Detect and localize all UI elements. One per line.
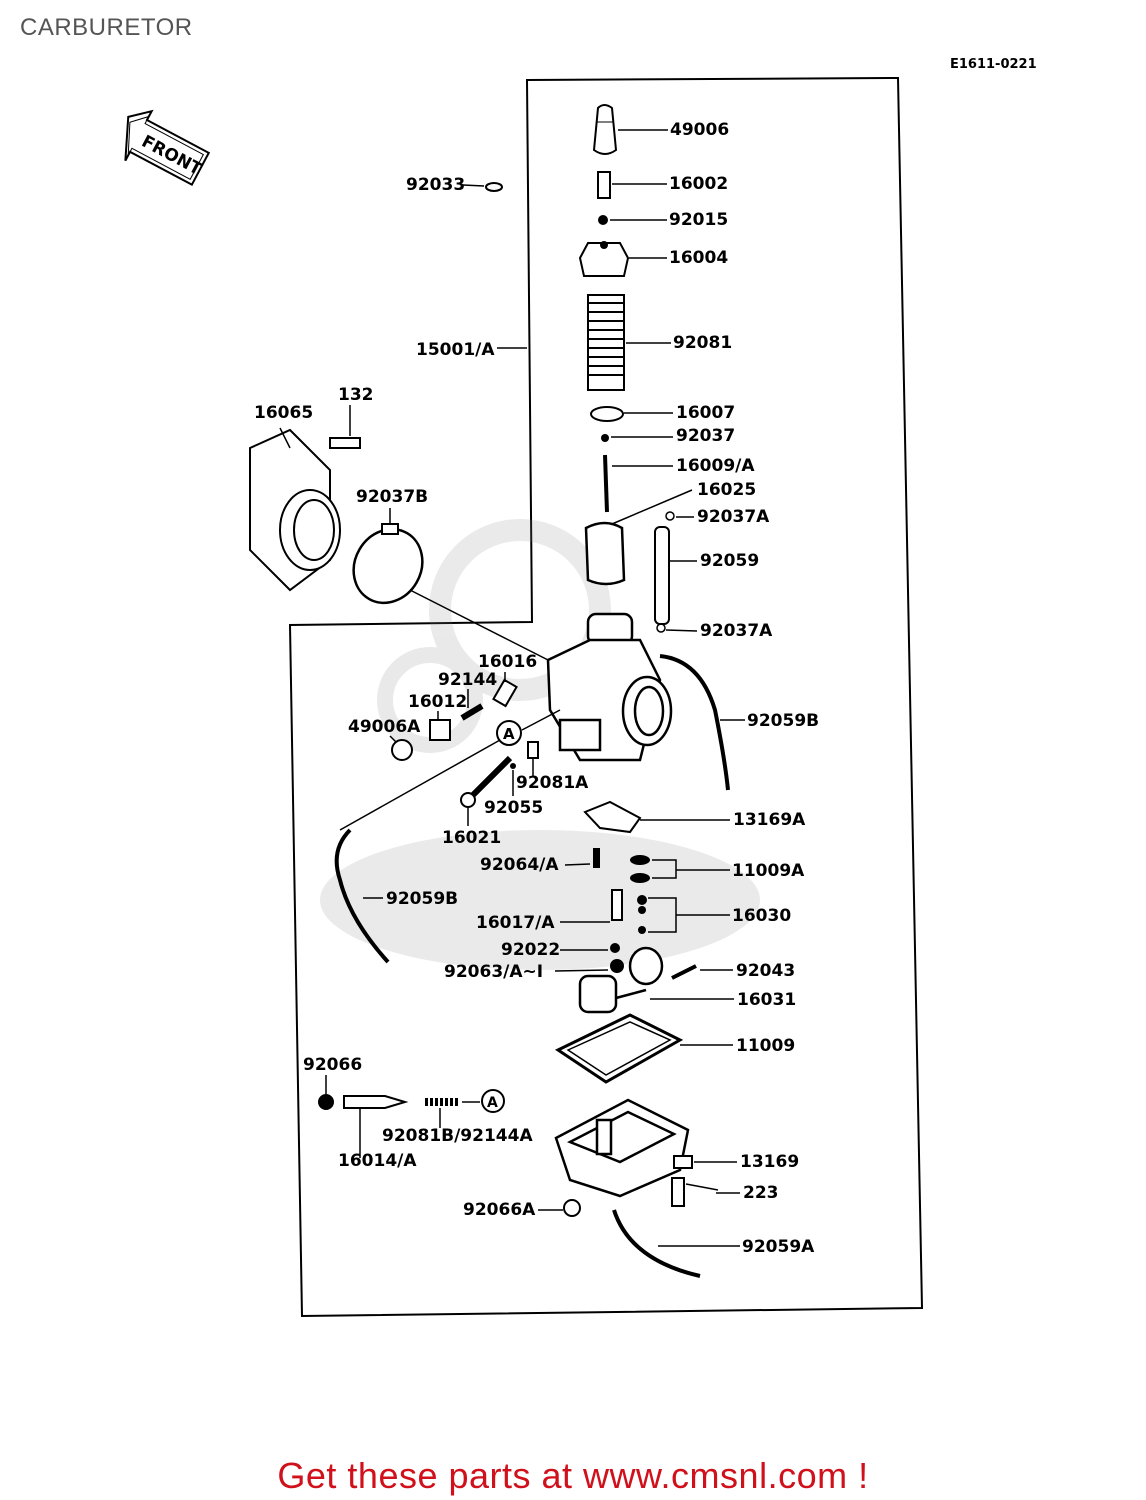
carb-holder-part <box>249 428 341 592</box>
callout-13169a: 13169A <box>733 810 806 830</box>
clip-ring-part <box>601 434 609 442</box>
starter-plunger-part <box>429 719 451 741</box>
front-arrow-icon: FRONT <box>124 109 211 187</box>
air-screw-part <box>343 1095 409 1109</box>
callout-92081b-92144a: 92081B/92144A <box>382 1126 533 1146</box>
main-jet-part <box>637 895 647 934</box>
callout-16009a: 16009/A <box>676 456 755 476</box>
callout-223: 223 <box>743 1183 779 1203</box>
callout-92081: 92081 <box>673 333 733 353</box>
callout-92059a: 92059A <box>742 1237 815 1257</box>
callout-92043: 92043 <box>736 961 796 981</box>
jet-needle-part <box>603 454 609 513</box>
callout-92066: 92066 <box>303 1055 363 1075</box>
clamp-part <box>352 527 424 605</box>
pin-part <box>671 964 697 980</box>
needle-jet-part <box>611 889 623 921</box>
jet-holder-part <box>492 678 518 708</box>
float-part <box>578 946 664 1014</box>
callout-16017a: 16017/A <box>476 913 555 933</box>
throttle-valve-part <box>584 521 626 586</box>
vent-tube-part <box>654 526 670 625</box>
callout-16030: 16030 <box>732 906 792 926</box>
callout-92022: 92022 <box>501 940 561 960</box>
carburetor-body-part <box>546 612 673 762</box>
plate-part <box>583 800 642 834</box>
callout-92064a: 92064/A <box>480 855 559 875</box>
top-cap-part <box>578 242 630 277</box>
watermark-logo <box>320 519 760 970</box>
callout-92066a: 92066A <box>463 1200 536 1220</box>
air-vent-hose-part <box>334 828 390 964</box>
callout-92037a-top: 92037A <box>697 507 770 527</box>
callout-92037: 92037 <box>676 426 736 446</box>
assembly-outline <box>288 76 924 1318</box>
cock-223-part <box>671 1177 685 1207</box>
cap-49006a-part <box>391 739 413 761</box>
cap-92066-part <box>318 1094 334 1110</box>
callout-92081a: 92081A <box>516 773 589 793</box>
callout-13169: 13169 <box>740 1152 800 1172</box>
rubber-cap-part <box>592 104 618 155</box>
callout-92063: 92063/A~I <box>444 962 544 982</box>
callout-16031: 16031 <box>737 990 797 1010</box>
promo-banner[interactable]: Get these parts at www.cmsnl.com ! <box>277 1455 869 1496</box>
callout-16007: 16007 <box>676 403 736 423</box>
ref-a-marker-bottom <box>481 1089 505 1113</box>
callout-16012: 16012 <box>408 692 468 712</box>
callout-92033: 92033 <box>406 175 466 195</box>
diagram-code: E1611-0221 <box>950 57 1037 72</box>
callout-49006a: 49006A <box>348 717 421 737</box>
callout-92055: 92055 <box>484 798 544 818</box>
drain-hose-part <box>612 1209 701 1278</box>
callout-15001a: 15001/A <box>416 340 495 360</box>
page-title: CARBURETOR <box>20 14 193 41</box>
callout-92037b: 92037B <box>356 487 429 507</box>
gasket-part <box>554 1013 684 1084</box>
callout-92059b-right: 92059B <box>747 711 820 731</box>
callout-92059: 92059 <box>700 551 760 571</box>
ref-a-marker-top <box>496 720 522 746</box>
callout-16021: 16021 <box>442 828 502 848</box>
clip-part <box>590 406 624 422</box>
ref-a-label-bottom: A <box>487 1095 498 1111</box>
nut-part <box>485 182 503 192</box>
spring-small-part <box>460 703 484 721</box>
callout-49006: 49006 <box>670 120 730 140</box>
callout-11009: 11009 <box>736 1036 796 1056</box>
ref-a-label-top: A <box>503 725 515 743</box>
oring-part <box>630 855 650 865</box>
callout-132: 132 <box>338 385 374 405</box>
adjuster-part <box>597 171 611 199</box>
spring-part <box>587 294 625 391</box>
screw-92064-part <box>593 848 600 868</box>
washer-part <box>610 943 620 953</box>
float-chamber-part <box>554 1098 690 1198</box>
bolt-part <box>329 437 361 449</box>
callout-92059b-left: 92059B <box>386 889 459 909</box>
callout-92037a-bottom: 92037A <box>700 621 773 641</box>
ring-part <box>598 215 608 225</box>
callout-16014a: 16014/A <box>338 1151 417 1171</box>
overflow-hose-part <box>659 654 730 791</box>
callout-92144: 92144 <box>438 670 498 690</box>
drain-screw-part <box>673 1155 693 1169</box>
callout-92015: 92015 <box>669 210 729 230</box>
callout-16016: 16016 <box>478 652 538 672</box>
callout-16025: 16025 <box>697 480 757 500</box>
callout-16004: 16004 <box>669 248 729 268</box>
callout-16065: 16065 <box>254 403 314 423</box>
screw-92066a-part <box>563 1199 581 1217</box>
callout-11009a: 11009A <box>732 861 805 881</box>
callout-16002: 16002 <box>669 174 729 194</box>
